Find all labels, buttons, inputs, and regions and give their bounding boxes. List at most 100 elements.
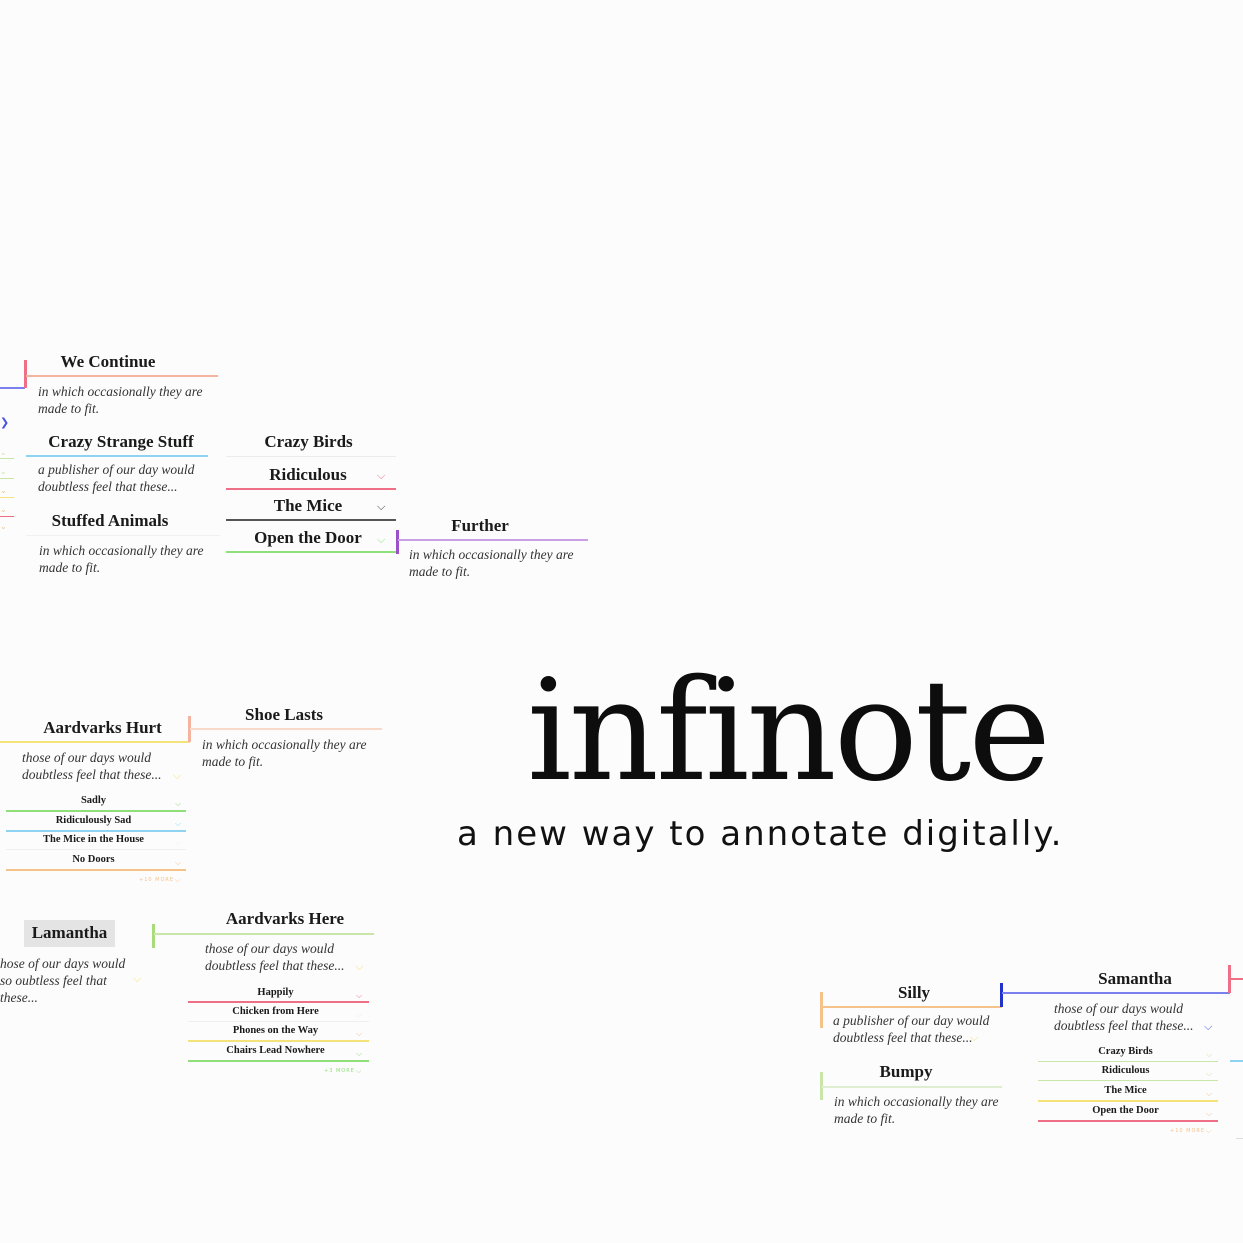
connector-bar xyxy=(24,360,27,388)
card-underline xyxy=(154,933,374,935)
list-underline xyxy=(1038,1100,1218,1102)
chevron-down-icon[interactable]: ❯ xyxy=(0,416,10,429)
chevron-down-icon[interactable]: ⌵ xyxy=(1206,1089,1213,1098)
card-underline xyxy=(26,535,220,536)
list-underline xyxy=(226,551,396,553)
chevron-down-icon[interactable]: ⌄ xyxy=(0,522,7,531)
card-underline xyxy=(822,1086,1002,1088)
chevron-down-icon[interactable]: ⌵ xyxy=(1206,1050,1213,1059)
chevron-down-icon[interactable]: ⌵ xyxy=(1204,1020,1213,1033)
card-underline xyxy=(0,741,190,743)
chevron-down-icon[interactable]: ⌵ xyxy=(355,960,364,973)
tagline: a new way to annotate digitally. xyxy=(457,814,1064,854)
chevron-down-icon[interactable]: ⌵ xyxy=(175,876,181,884)
card-underline xyxy=(26,375,218,377)
highlight-box xyxy=(24,920,115,947)
card-note: those of our days would doubtless feel t… xyxy=(205,941,345,973)
list-underline xyxy=(6,869,186,871)
chevron-down-icon[interactable]: ⌄ xyxy=(0,467,7,476)
card-title-silly[interactable]: Silly xyxy=(897,983,931,1002)
chevron-down-icon[interactable]: ⌵ xyxy=(377,469,386,482)
list-underline xyxy=(188,1040,369,1042)
list-item[interactable]: No Doors xyxy=(72,854,115,865)
chevron-down-icon[interactable]: ⌵ xyxy=(175,838,182,847)
list-underline xyxy=(6,830,186,832)
list-underline xyxy=(226,488,396,490)
list-item[interactable]: The Mice xyxy=(1104,1085,1147,1096)
edge-line xyxy=(1230,978,1243,980)
list-item[interactable]: Happily xyxy=(257,987,294,998)
list-item[interactable]: Chicken from Here xyxy=(232,1006,319,1017)
chevron-down-icon[interactable]: ⌵ xyxy=(173,769,182,782)
chevron-down-icon[interactable]: ⌵ xyxy=(356,1010,363,1019)
card-title-bumpy[interactable]: Bumpy xyxy=(879,1062,933,1081)
chevron-down-icon[interactable]: ⌵ xyxy=(377,500,386,513)
chevron-down-icon[interactable]: ⌵ xyxy=(970,1031,979,1044)
card-title-stuffed-animals[interactable]: Stuffed Animals xyxy=(51,511,169,530)
card-note: hose of our days would so oubtless feel … xyxy=(0,956,126,1005)
list-item[interactable]: Sadly xyxy=(80,795,107,806)
card-note: those of our days would doubtless feel t… xyxy=(22,750,162,782)
chevron-down-icon[interactable]: ⌵ xyxy=(356,1049,363,1058)
card-title-samantha[interactable]: Samantha xyxy=(1098,969,1172,988)
card-note: those of our days would doubtless feel t… xyxy=(1054,1001,1194,1033)
list-underline xyxy=(188,1060,369,1062)
list-underline xyxy=(6,849,186,850)
card-note: in which occasionally they are made to f… xyxy=(38,384,203,416)
chevron-down-icon[interactable]: ⌵ xyxy=(356,1067,362,1075)
connector-bar xyxy=(152,924,155,948)
card-underline xyxy=(226,456,396,457)
card-title-aardvarks-here[interactable]: Aardvarks Here xyxy=(225,909,345,928)
list-item[interactable]: Open the Door xyxy=(1092,1105,1159,1116)
more-link[interactable]: +3 MORE xyxy=(324,1068,355,1074)
list-item[interactable]: The Mice in the House xyxy=(43,834,144,845)
card-title-crazy-birds[interactable]: Crazy Birds xyxy=(264,432,353,451)
card-underline xyxy=(26,455,208,457)
list-item[interactable]: Ridiculously Sad xyxy=(55,815,132,826)
chevron-down-icon[interactable]: ⌄ xyxy=(0,486,7,495)
list-item[interactable]: The Mice xyxy=(273,496,343,515)
card-underline xyxy=(822,1006,1002,1008)
card-note: a publisher of our day would doubtless f… xyxy=(38,462,195,494)
connector-bar xyxy=(820,1072,823,1100)
card-title-aardvarks-hurt[interactable]: Aardvarks Hurt xyxy=(43,718,162,737)
card-note: in which occasionally they are made to f… xyxy=(834,1094,999,1126)
card-title-lamantha[interactable]: Lamantha xyxy=(31,923,108,942)
card-title-further[interactable]: Further xyxy=(451,516,509,535)
chevron-down-icon[interactable]: ⌵ xyxy=(356,1029,363,1038)
card-title-we-continue[interactable]: We Continue xyxy=(60,352,156,371)
chevron-down-icon[interactable]: ⌵ xyxy=(1206,1109,1213,1118)
edge-line xyxy=(0,387,25,389)
chevron-down-icon[interactable]: ⌵ xyxy=(1206,1069,1213,1078)
chevron-down-icon[interactable]: ⌵ xyxy=(175,819,182,828)
more-link[interactable]: +10 MORE xyxy=(1170,1128,1206,1134)
card-title-crazy-strange-stuff[interactable]: Crazy Strange Stuff xyxy=(48,432,194,451)
chevron-down-icon[interactable]: ⌵ xyxy=(175,799,182,808)
edge-line xyxy=(1230,1060,1243,1062)
list-item[interactable]: Phones on the Way xyxy=(232,1025,319,1036)
chevron-down-icon[interactable]: ⌵ xyxy=(1206,1127,1212,1135)
connector-bar xyxy=(820,992,823,1028)
edge-line xyxy=(1236,1138,1243,1139)
chevron-down-icon[interactable]: ⌵ xyxy=(356,991,363,1000)
list-underline xyxy=(226,519,396,521)
chevron-down-icon[interactable]: ⌵ xyxy=(133,972,142,985)
chevron-down-icon[interactable]: ⌵ xyxy=(377,533,386,546)
list-item[interactable]: Chairs Lead Nowhere xyxy=(226,1045,325,1056)
chevron-down-icon[interactable]: ⌵ xyxy=(175,858,182,867)
list-item[interactable]: Crazy Birds xyxy=(1098,1046,1153,1057)
card-title-shoe-lasts[interactable]: Shoe Lasts xyxy=(245,705,323,724)
more-link[interactable]: +10 MORE xyxy=(139,877,175,883)
card-note: a publisher of our day would doubtless f… xyxy=(833,1013,990,1045)
connector-bar xyxy=(188,716,191,742)
chevron-down-icon[interactable]: ⌄ xyxy=(0,505,7,514)
list-item[interactable]: Ridiculous xyxy=(1101,1065,1150,1076)
connector-bar xyxy=(1000,983,1003,1007)
connector-bar xyxy=(396,530,399,554)
card-underline xyxy=(1002,992,1230,994)
card-note: in which occasionally they are made to f… xyxy=(409,547,574,579)
list-item[interactable]: Open the Door xyxy=(254,528,362,547)
list-underline xyxy=(188,1001,369,1003)
chevron-down-icon[interactable]: ⌄ xyxy=(0,448,7,457)
list-item[interactable]: Ridiculous xyxy=(269,465,347,484)
